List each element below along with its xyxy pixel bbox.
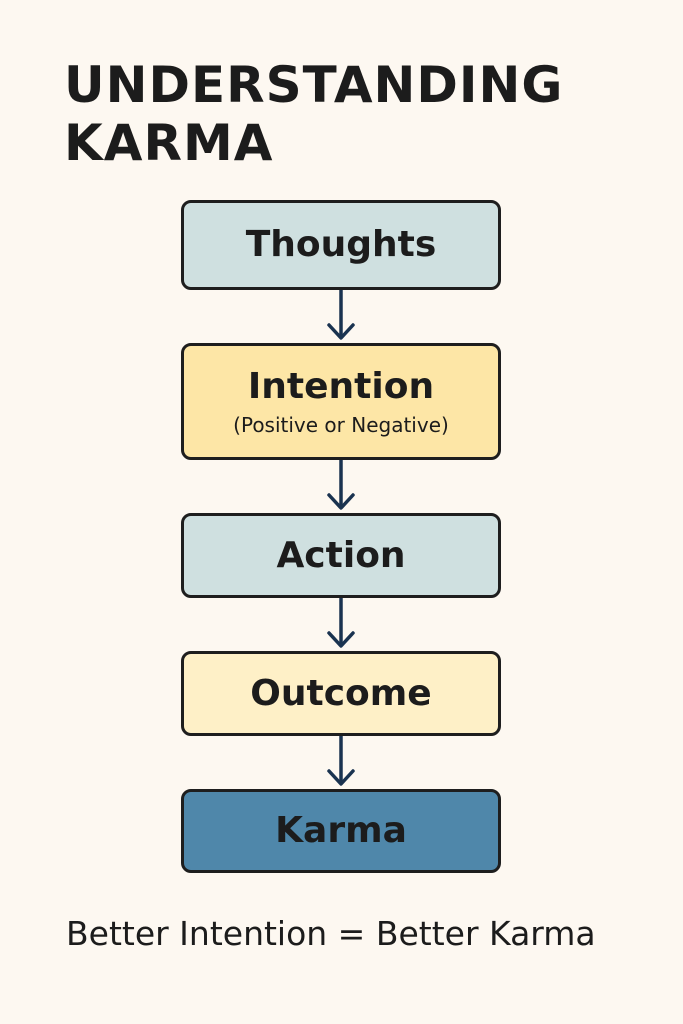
down-arrow-icon (326, 290, 356, 343)
down-arrow-icon (326, 460, 356, 513)
step-label-karma: Karma (275, 810, 407, 851)
step-sublabel-intention: (Positive or Negative) (233, 412, 449, 437)
step-box-action: Action (181, 513, 501, 598)
step-label-thoughts: Thoughts (245, 224, 437, 265)
step-box-karma: Karma (181, 789, 501, 873)
step-box-intention: Intention (Positive or Negative) (181, 343, 501, 460)
page-title: UNDERSTANDING KARMA (64, 56, 664, 172)
step-label-intention: Intention (247, 365, 435, 407)
footer-equation: Better Intention = Better Karma (66, 914, 596, 953)
step-box-thoughts: Thoughts (181, 200, 501, 290)
title-line-1: UNDERSTANDING (64, 56, 564, 114)
down-arrow-icon (326, 736, 356, 789)
step-label-outcome: Outcome (250, 672, 432, 714)
step-label-action: Action (276, 534, 406, 576)
down-arrow-icon (326, 598, 356, 651)
title-line-2: KARMA (64, 114, 274, 172)
step-box-outcome: Outcome (181, 651, 501, 736)
